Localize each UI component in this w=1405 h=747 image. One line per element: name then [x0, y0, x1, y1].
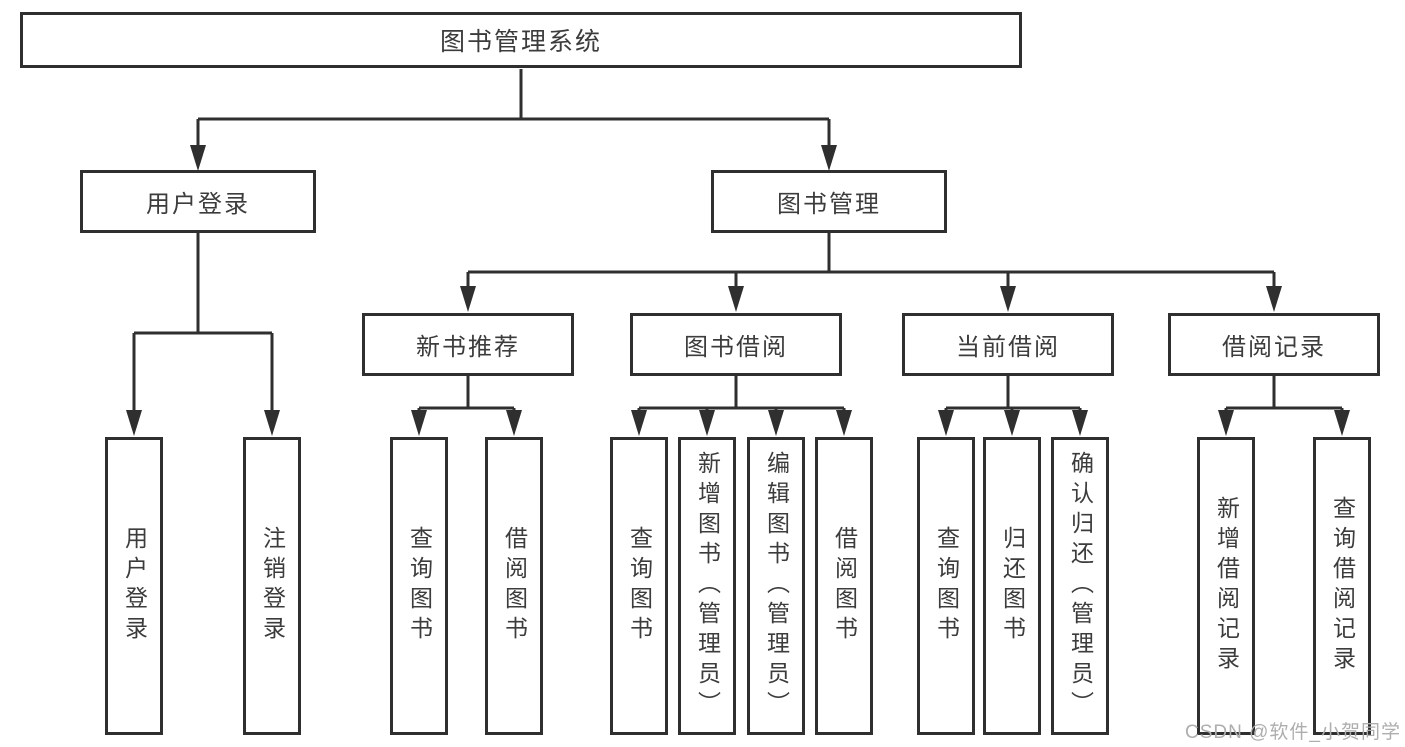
arrowhead	[728, 286, 744, 312]
node-label: 新书推荐	[416, 334, 520, 361]
leaf-query-borrow-record: 查询借阅记录	[1313, 437, 1371, 735]
arrowhead	[460, 286, 476, 312]
connector-root-to-level1	[196, 69, 831, 147]
node-label: 借阅记录	[1222, 334, 1326, 361]
arrowhead	[1218, 410, 1234, 436]
leaf-label: 借阅图书	[831, 526, 858, 646]
leaf-return-books: 归还图书	[983, 437, 1041, 735]
node-current-borrow: 当前借阅	[902, 313, 1114, 376]
node-book-borrow: 图书借阅	[630, 313, 842, 376]
leaf-borrow-books-recommend: 借阅图书	[485, 437, 543, 735]
arrowhead	[1004, 410, 1020, 436]
node-label: 图书借阅	[684, 334, 788, 361]
leaf-label: 确认归还（管理员）	[1067, 451, 1094, 721]
arrowhead	[1266, 286, 1282, 312]
leaf-label: 用户登录	[121, 526, 148, 646]
arrowhead	[631, 410, 647, 436]
node-label: 用户登录	[146, 191, 250, 218]
leaf-label: 查询图书	[933, 526, 960, 646]
arrowhead	[1000, 286, 1016, 312]
leaf-label: 查询图书	[406, 526, 433, 646]
arrowhead	[768, 410, 784, 436]
arrowhead	[126, 410, 142, 436]
leaf-confirm-return-admin: 确认归还（管理员）	[1051, 437, 1109, 735]
node-user-login: 用户登录	[80, 170, 316, 233]
node-label: 图书管理	[777, 191, 881, 218]
arrowheads	[126, 145, 1350, 436]
node-label: 图书管理系统	[439, 28, 602, 56]
connector-user-login-to-leaves	[132, 233, 274, 412]
node-label: 当前借阅	[956, 334, 1060, 361]
arrowhead	[190, 145, 206, 171]
leaf-add-books-admin: 新增图书（管理员）	[678, 437, 736, 735]
leaf-label: 借阅图书	[501, 526, 528, 646]
arrowhead	[506, 410, 522, 436]
leaf-logout: 注销登录	[243, 437, 301, 735]
node-borrow-record: 借阅记录	[1168, 313, 1380, 376]
connector-current-borrow-to-leaves	[944, 376, 1082, 414]
leaf-query-books-current: 查询图书	[917, 437, 975, 735]
leaf-label: 查询借阅记录	[1329, 496, 1356, 676]
arrowhead	[1072, 410, 1088, 436]
csdn-watermark: CSDN @软件_小贺同学	[1185, 722, 1401, 743]
node-book-management: 图书管理	[711, 170, 947, 233]
connector-book-borrow-to-leaves	[637, 376, 846, 414]
node-new-book-recommend: 新书推荐	[362, 313, 574, 376]
leaf-borrow-books: 借阅图书	[815, 437, 873, 735]
arrowhead	[1334, 410, 1350, 436]
connector-new-book-to-leaves	[417, 376, 516, 414]
leaf-add-borrow-record: 新增借阅记录	[1197, 437, 1255, 735]
arrowhead	[938, 410, 954, 436]
leaf-query-books-recommend: 查询图书	[390, 437, 448, 735]
arrowhead	[821, 145, 837, 171]
leaf-label: 归还图书	[999, 526, 1026, 646]
node-library-management-system: 图书管理系统	[20, 12, 1022, 68]
leaf-user-login: 用户登录	[105, 437, 163, 735]
leaf-label: 注销登录	[259, 526, 286, 646]
arrowhead	[836, 410, 852, 436]
arrowhead	[699, 410, 715, 436]
leaf-edit-books-admin: 编辑图书（管理员）	[747, 437, 805, 735]
arrowhead	[411, 410, 427, 436]
connector-borrow-record-to-leaves	[1224, 376, 1344, 414]
leaf-query-books-borrow: 查询图书	[610, 437, 668, 735]
connector-book-mgmt-to-level2	[466, 233, 1276, 288]
leaf-label: 新增图书（管理员）	[694, 451, 721, 721]
arrowhead	[264, 410, 280, 436]
leaf-label: 编辑图书（管理员）	[763, 451, 790, 721]
leaf-label: 新增借阅记录	[1213, 496, 1240, 676]
leaf-label: 查询图书	[626, 526, 653, 646]
